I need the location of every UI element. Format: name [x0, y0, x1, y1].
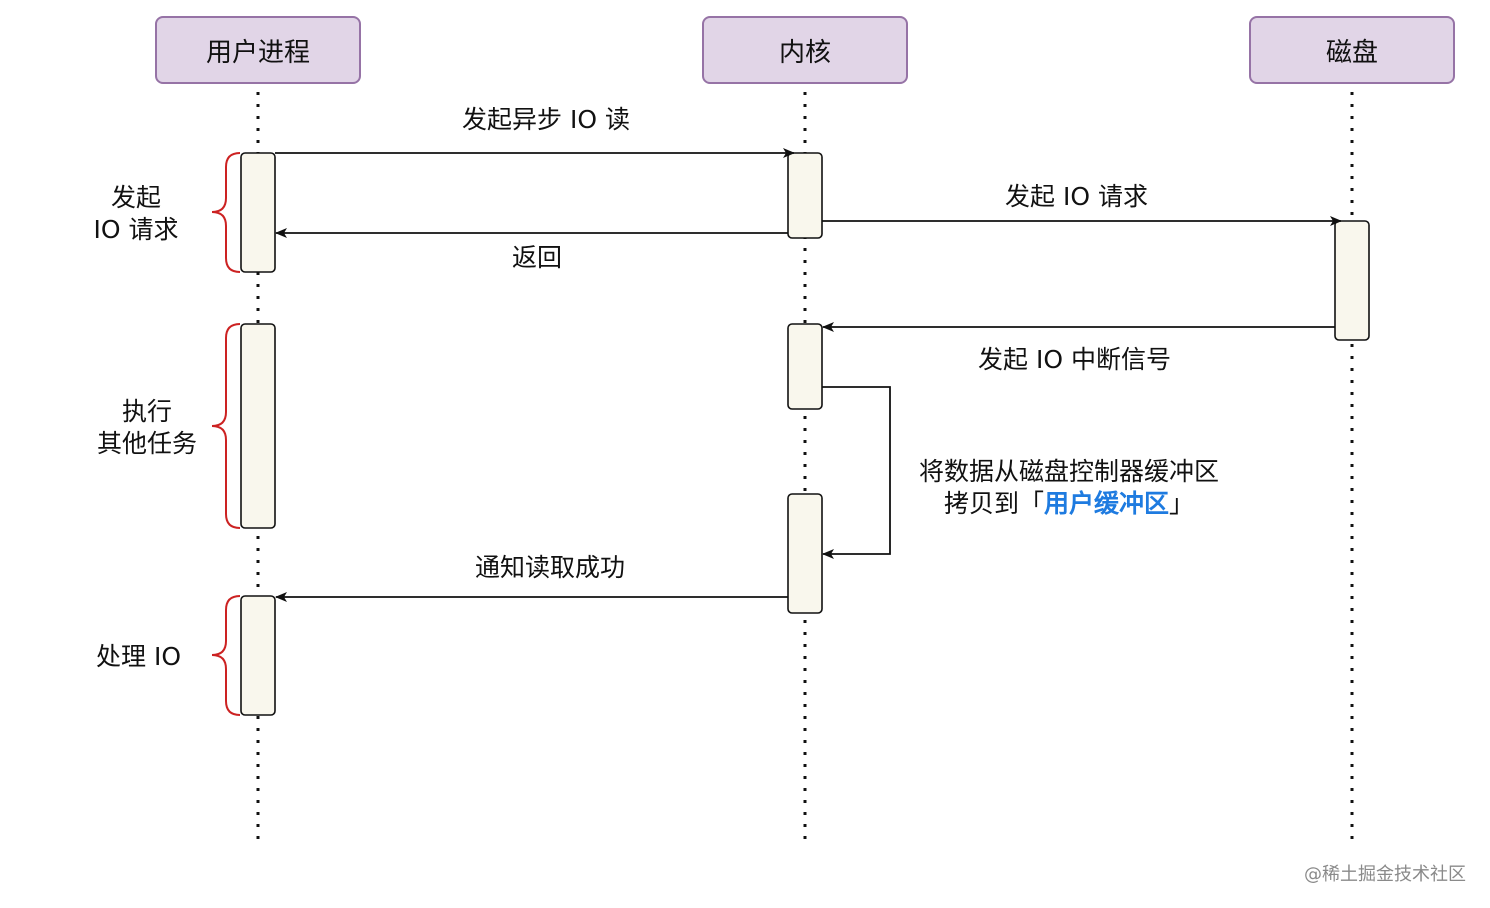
message-copy-label: 将数据从磁盘控制器缓冲区 拷贝到「用户缓冲区」 — [896, 456, 1242, 520]
message-async-read-label: 发起异步 IO 读 — [462, 105, 630, 134]
brace-initiate — [211, 152, 241, 273]
participant-kernel: 内核 — [702, 16, 908, 84]
activation-kernel-interrupt — [787, 323, 823, 410]
brace-other-tasks — [211, 323, 241, 529]
phase-other-tasks-label: 执行 其他任务 — [82, 396, 212, 460]
phase-initiate-label: 发起 IO 请求 — [76, 182, 196, 246]
activation-disk — [1334, 220, 1370, 341]
phase-other-line1: 执行 — [121, 397, 172, 426]
phase-other-line2: 其他任务 — [96, 429, 197, 458]
activation-kernel-copy — [787, 493, 823, 614]
message-io-request-label: 发起 IO 请求 — [1005, 182, 1148, 211]
message-return-label: 返回 — [512, 243, 563, 272]
activation-kernel-request — [787, 152, 823, 239]
participant-user-process: 用户进程 — [155, 16, 361, 84]
activation-user-process-io — [240, 595, 276, 716]
message-copy-highlight: 用户缓冲区 — [1043, 489, 1169, 518]
message-interrupt-label: 发起 IO 中断信号 — [978, 345, 1171, 374]
brace-process-io — [211, 595, 241, 716]
activation-user-initiate — [240, 152, 276, 273]
participant-disk: 磁盘 — [1249, 16, 1455, 84]
phase-initiate-line1: 发起 — [110, 183, 161, 212]
arrow-copy-buffer — [822, 386, 891, 559]
phase-process-io-label: 处理 IO — [96, 642, 181, 671]
message-copy-suffix: 」 — [1169, 489, 1195, 518]
message-copy-line1: 将数据从磁盘控制器缓冲区 — [918, 457, 1219, 486]
activation-user-other-tasks — [240, 323, 276, 529]
message-copy-line2: 拷贝到「用户缓冲区」 — [896, 488, 1242, 520]
watermark: @稀土掘金技术社区 — [1304, 864, 1466, 885]
message-copy-prefix: 拷贝到「 — [943, 489, 1044, 518]
message-notify-label: 通知读取成功 — [475, 553, 626, 582]
phase-initiate-line2: IO 请求 — [93, 215, 179, 244]
